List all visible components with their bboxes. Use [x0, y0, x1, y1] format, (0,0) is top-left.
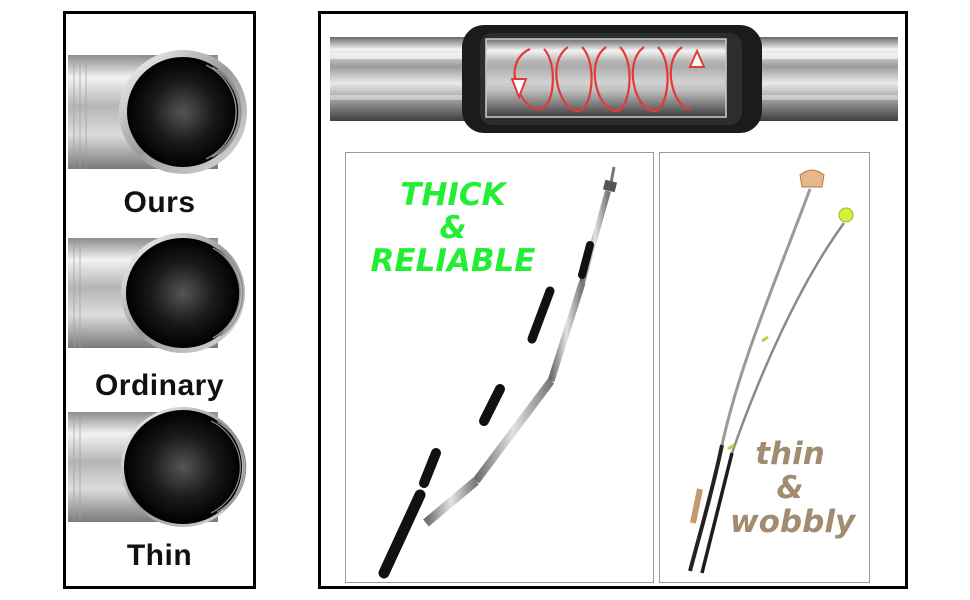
- thin-caption-line-1: thin: [755, 436, 825, 472]
- label-ordinary: Ordinary: [94, 369, 225, 402]
- thick-caption-line-3: RELIABLE: [370, 243, 536, 279]
- thin-caption-line-3: wobbly: [730, 504, 856, 540]
- thin-wobbly-caption: thin & wobbly: [730, 436, 856, 541]
- arrow-down-icon: [510, 78, 528, 100]
- spiral-thread-icon: [513, 46, 693, 113]
- tube-comparison-panel: Ours Ordinary: [63, 11, 256, 589]
- thick-reliable-caption: THICK & RELIABLE: [358, 180, 548, 279]
- tube-ordinary-image: [68, 228, 253, 358]
- thick-pole-panel: THICK & RELIABLE: [345, 152, 654, 583]
- pole-joint-cutaway-image: [330, 23, 898, 135]
- tube-thin-image: [68, 402, 253, 532]
- thin-pole-panel: thin & wobbly: [659, 152, 870, 583]
- label-ours: Ours: [123, 186, 196, 219]
- label-thin: Thin: [126, 539, 193, 572]
- thin-wobbly-pole-image: [688, 169, 854, 574]
- tube-ours-image: [68, 47, 253, 177]
- thick-caption-line-1: THICK: [400, 177, 506, 213]
- thick-caption-line-2: &: [439, 210, 467, 246]
- arrow-up-icon: [688, 48, 706, 68]
- thin-caption-line-2: &: [776, 470, 804, 506]
- pole-comparison-panel: THICK & RELIABLE: [318, 11, 908, 589]
- thick-telescopic-pole-image: [378, 166, 618, 579]
